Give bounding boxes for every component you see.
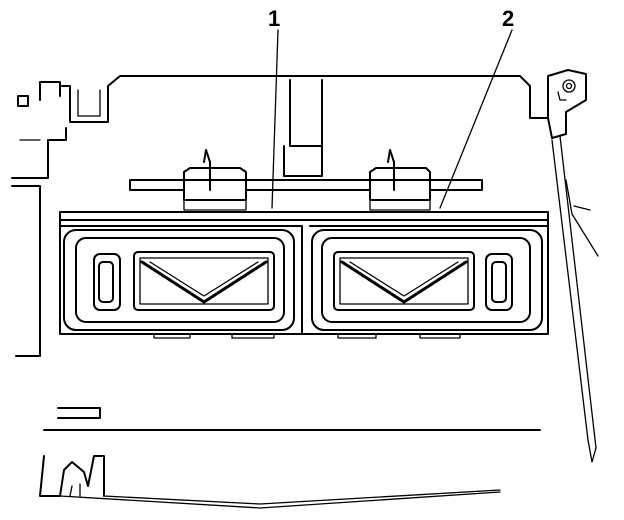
callout-1-label: 1 (268, 6, 280, 31)
leader-lines (271, 29, 513, 209)
left-module (63, 229, 295, 331)
mounting-post (283, 79, 323, 177)
module-housing (59, 211, 549, 339)
right-module (311, 229, 543, 331)
lower-strip (39, 407, 541, 509)
bracket-rail (129, 149, 483, 211)
upper-frame (17, 69, 587, 139)
left-edge (11, 127, 67, 357)
callout-2-label: 2 (502, 6, 514, 31)
right-cable (551, 135, 599, 463)
